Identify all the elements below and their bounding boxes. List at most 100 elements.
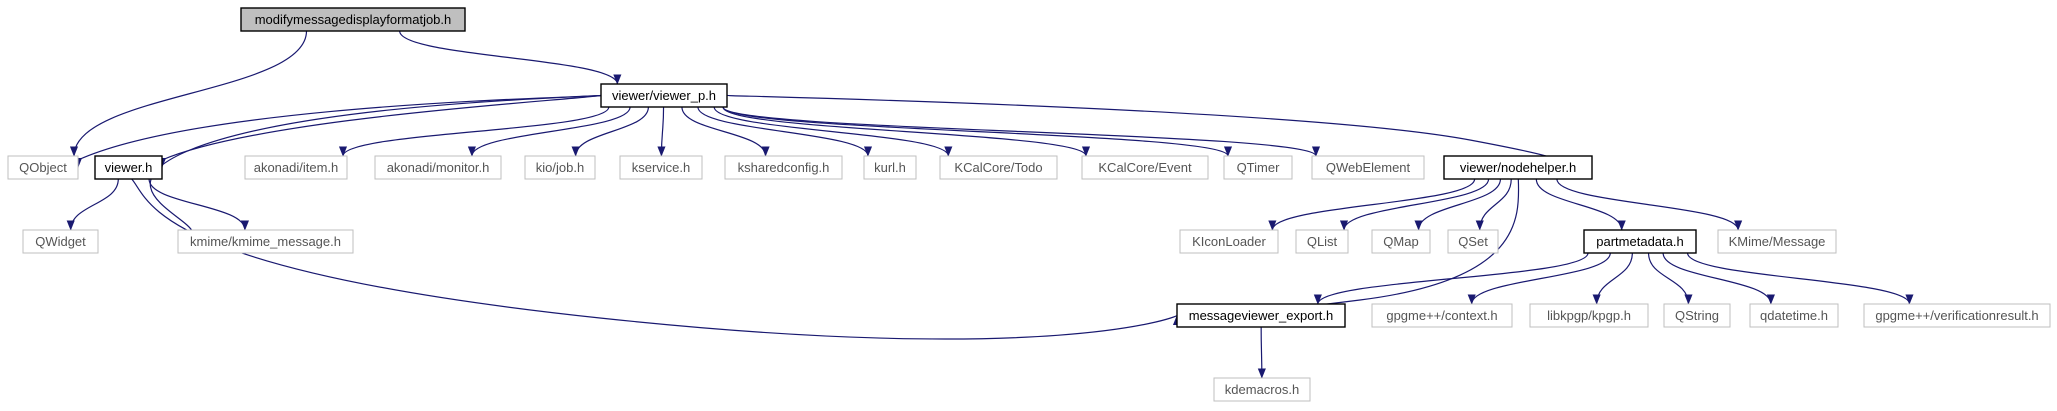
node-box — [1223, 155, 1293, 180]
node-box — [1213, 377, 1311, 402]
node-box — [374, 155, 502, 180]
edge-viewer_p-to-kservice — [661, 106, 663, 156]
edge-mv_export-to-kdemacros — [1261, 326, 1262, 378]
node-qlist: QList — [1295, 229, 1349, 254]
node-box — [724, 155, 843, 180]
node-label: QMap — [1383, 234, 1418, 249]
node-label: ksharedconfig.h — [738, 160, 830, 175]
node-label: KCalCore/Todo — [954, 160, 1042, 175]
edge-viewer_p-to-kcal_todo — [713, 106, 948, 157]
edge-nodehelper-to-qmap — [1419, 178, 1502, 231]
node-box — [619, 155, 703, 180]
node-nodehelper[interactable]: viewer/nodehelper.h — [1443, 155, 1593, 180]
node-kmime_msg_cls: KMime/Message — [1717, 229, 1837, 254]
node-box — [1529, 303, 1649, 328]
node-label: partmetadata.h — [1596, 234, 1683, 249]
node-label: KCalCore/Event — [1098, 160, 1192, 175]
node-kcal_todo: KCalCore/Todo — [939, 155, 1058, 180]
node-partmetadata[interactable]: partmetadata.h — [1583, 229, 1697, 254]
node-viewer_p[interactable]: viewer/viewer_p.h — [600, 83, 728, 108]
node-box — [1749, 303, 1839, 328]
node-label: viewer.h — [105, 160, 153, 175]
node-kcal_event: KCalCore/Event — [1081, 155, 1209, 180]
node-label: gpgme++/verificationresult.h — [1875, 308, 2038, 323]
node-ksharedconfig: ksharedconfig.h — [724, 155, 843, 180]
edge-root-to-qobject — [74, 30, 308, 156]
node-label: KIconLoader — [1192, 234, 1266, 249]
node-qwebelement: QWebElement — [1311, 155, 1425, 180]
node-mv_export[interactable]: messageviewer_export.h — [1176, 303, 1346, 328]
edge-viewer_p-to-qtimer — [722, 106, 1228, 157]
node-label: QSet — [1458, 234, 1488, 249]
node-box — [1311, 155, 1425, 180]
node-kservice: kservice.h — [619, 155, 703, 180]
node-label: libkpgp/kpgp.h — [1547, 308, 1631, 323]
edge-partmetadata-to-gpgme_verif — [1686, 252, 1910, 305]
edge-nodehelper-to-qset — [1480, 178, 1512, 230]
edge-viewer_p-to-akonadi_monitor — [472, 106, 631, 157]
node-box — [863, 155, 917, 180]
node-qobject: QObject — [7, 155, 79, 180]
node-box — [1447, 229, 1499, 254]
node-box — [22, 229, 99, 254]
node-label: qdatetime.h — [1760, 308, 1828, 323]
node-root[interactable]: modifymessagedisplayformatjob.h — [240, 7, 466, 32]
node-qtimer: QTimer — [1223, 155, 1293, 180]
edge-nodehelper-to-kmime_msg_cls — [1556, 178, 1738, 231]
node-label: akonadi/monitor.h — [387, 160, 490, 175]
edge-nodehelper-to-kiconloader — [1272, 178, 1476, 231]
edge-viewer_p-to-qwebelement — [722, 106, 1316, 157]
node-label: QTimer — [1237, 160, 1281, 175]
node-box — [94, 155, 163, 180]
node-box — [1179, 229, 1279, 254]
node-label: QList — [1307, 234, 1338, 249]
node-label: modifymessagedisplayformatjob.h — [255, 12, 452, 27]
node-label: akonadi/item.h — [254, 160, 339, 175]
node-label: kservice.h — [632, 160, 691, 175]
node-viewer_h[interactable]: viewer.h — [94, 155, 163, 180]
node-box — [1863, 303, 2051, 328]
node-box — [240, 7, 466, 32]
edge-partmetadata-to-libkpgp — [1597, 252, 1633, 305]
edge-viewer_h-to-qwidget — [71, 178, 119, 231]
node-box — [7, 155, 79, 180]
node-box — [1371, 303, 1513, 328]
node-kdemacros: kdemacros.h — [1213, 377, 1311, 402]
edge-viewer_p-to-kcal_event — [722, 106, 1086, 157]
node-box — [177, 229, 354, 254]
node-qdatetime: qdatetime.h — [1749, 303, 1839, 328]
edge-viewer_p-to-kurl — [697, 106, 868, 157]
node-box — [939, 155, 1058, 180]
node-box — [524, 155, 596, 180]
node-label: messageviewer_export.h — [1189, 308, 1334, 323]
node-gpgme_context: gpgme++/context.h — [1371, 303, 1513, 328]
node-kurl: kurl.h — [863, 155, 917, 180]
edge-viewer_p-to-kio_job — [576, 106, 649, 157]
edge-viewer_p-to-kmime_message — [149, 94, 602, 242]
node-kiconloader: KIconLoader — [1179, 229, 1279, 254]
node-box — [1371, 229, 1431, 254]
edges-layer — [71, 30, 1910, 378]
node-label: viewer/viewer_p.h — [612, 88, 716, 103]
edge-viewer_p-to-ksharedconfig — [681, 106, 766, 157]
edge-viewer_p-to-viewer_h — [162, 94, 602, 168]
edge-partmetadata-to-qdatetime — [1662, 252, 1771, 305]
node-label: viewer/nodehelper.h — [1460, 160, 1576, 175]
node-label: kurl.h — [874, 160, 906, 175]
node-box — [244, 155, 348, 180]
node-akonadi_item: akonadi/item.h — [244, 155, 348, 180]
node-gpgme_verif: gpgme++/verificationresult.h — [1863, 303, 2051, 328]
node-box — [1176, 303, 1346, 328]
edge-root-to-viewer_p — [399, 30, 618, 85]
node-kio_job: kio/job.h — [524, 155, 596, 180]
edge-partmetadata-to-qstring — [1647, 252, 1689, 305]
node-qstring: QString — [1663, 303, 1731, 328]
node-label: gpgme++/context.h — [1386, 308, 1497, 323]
edge-viewer_h-to-kmime_message — [148, 178, 245, 231]
node-box — [600, 83, 728, 108]
node-label: KMime/Message — [1729, 234, 1826, 249]
edge-viewer_h-to-mv_export — [131, 178, 1177, 340]
node-label: QObject — [19, 160, 67, 175]
